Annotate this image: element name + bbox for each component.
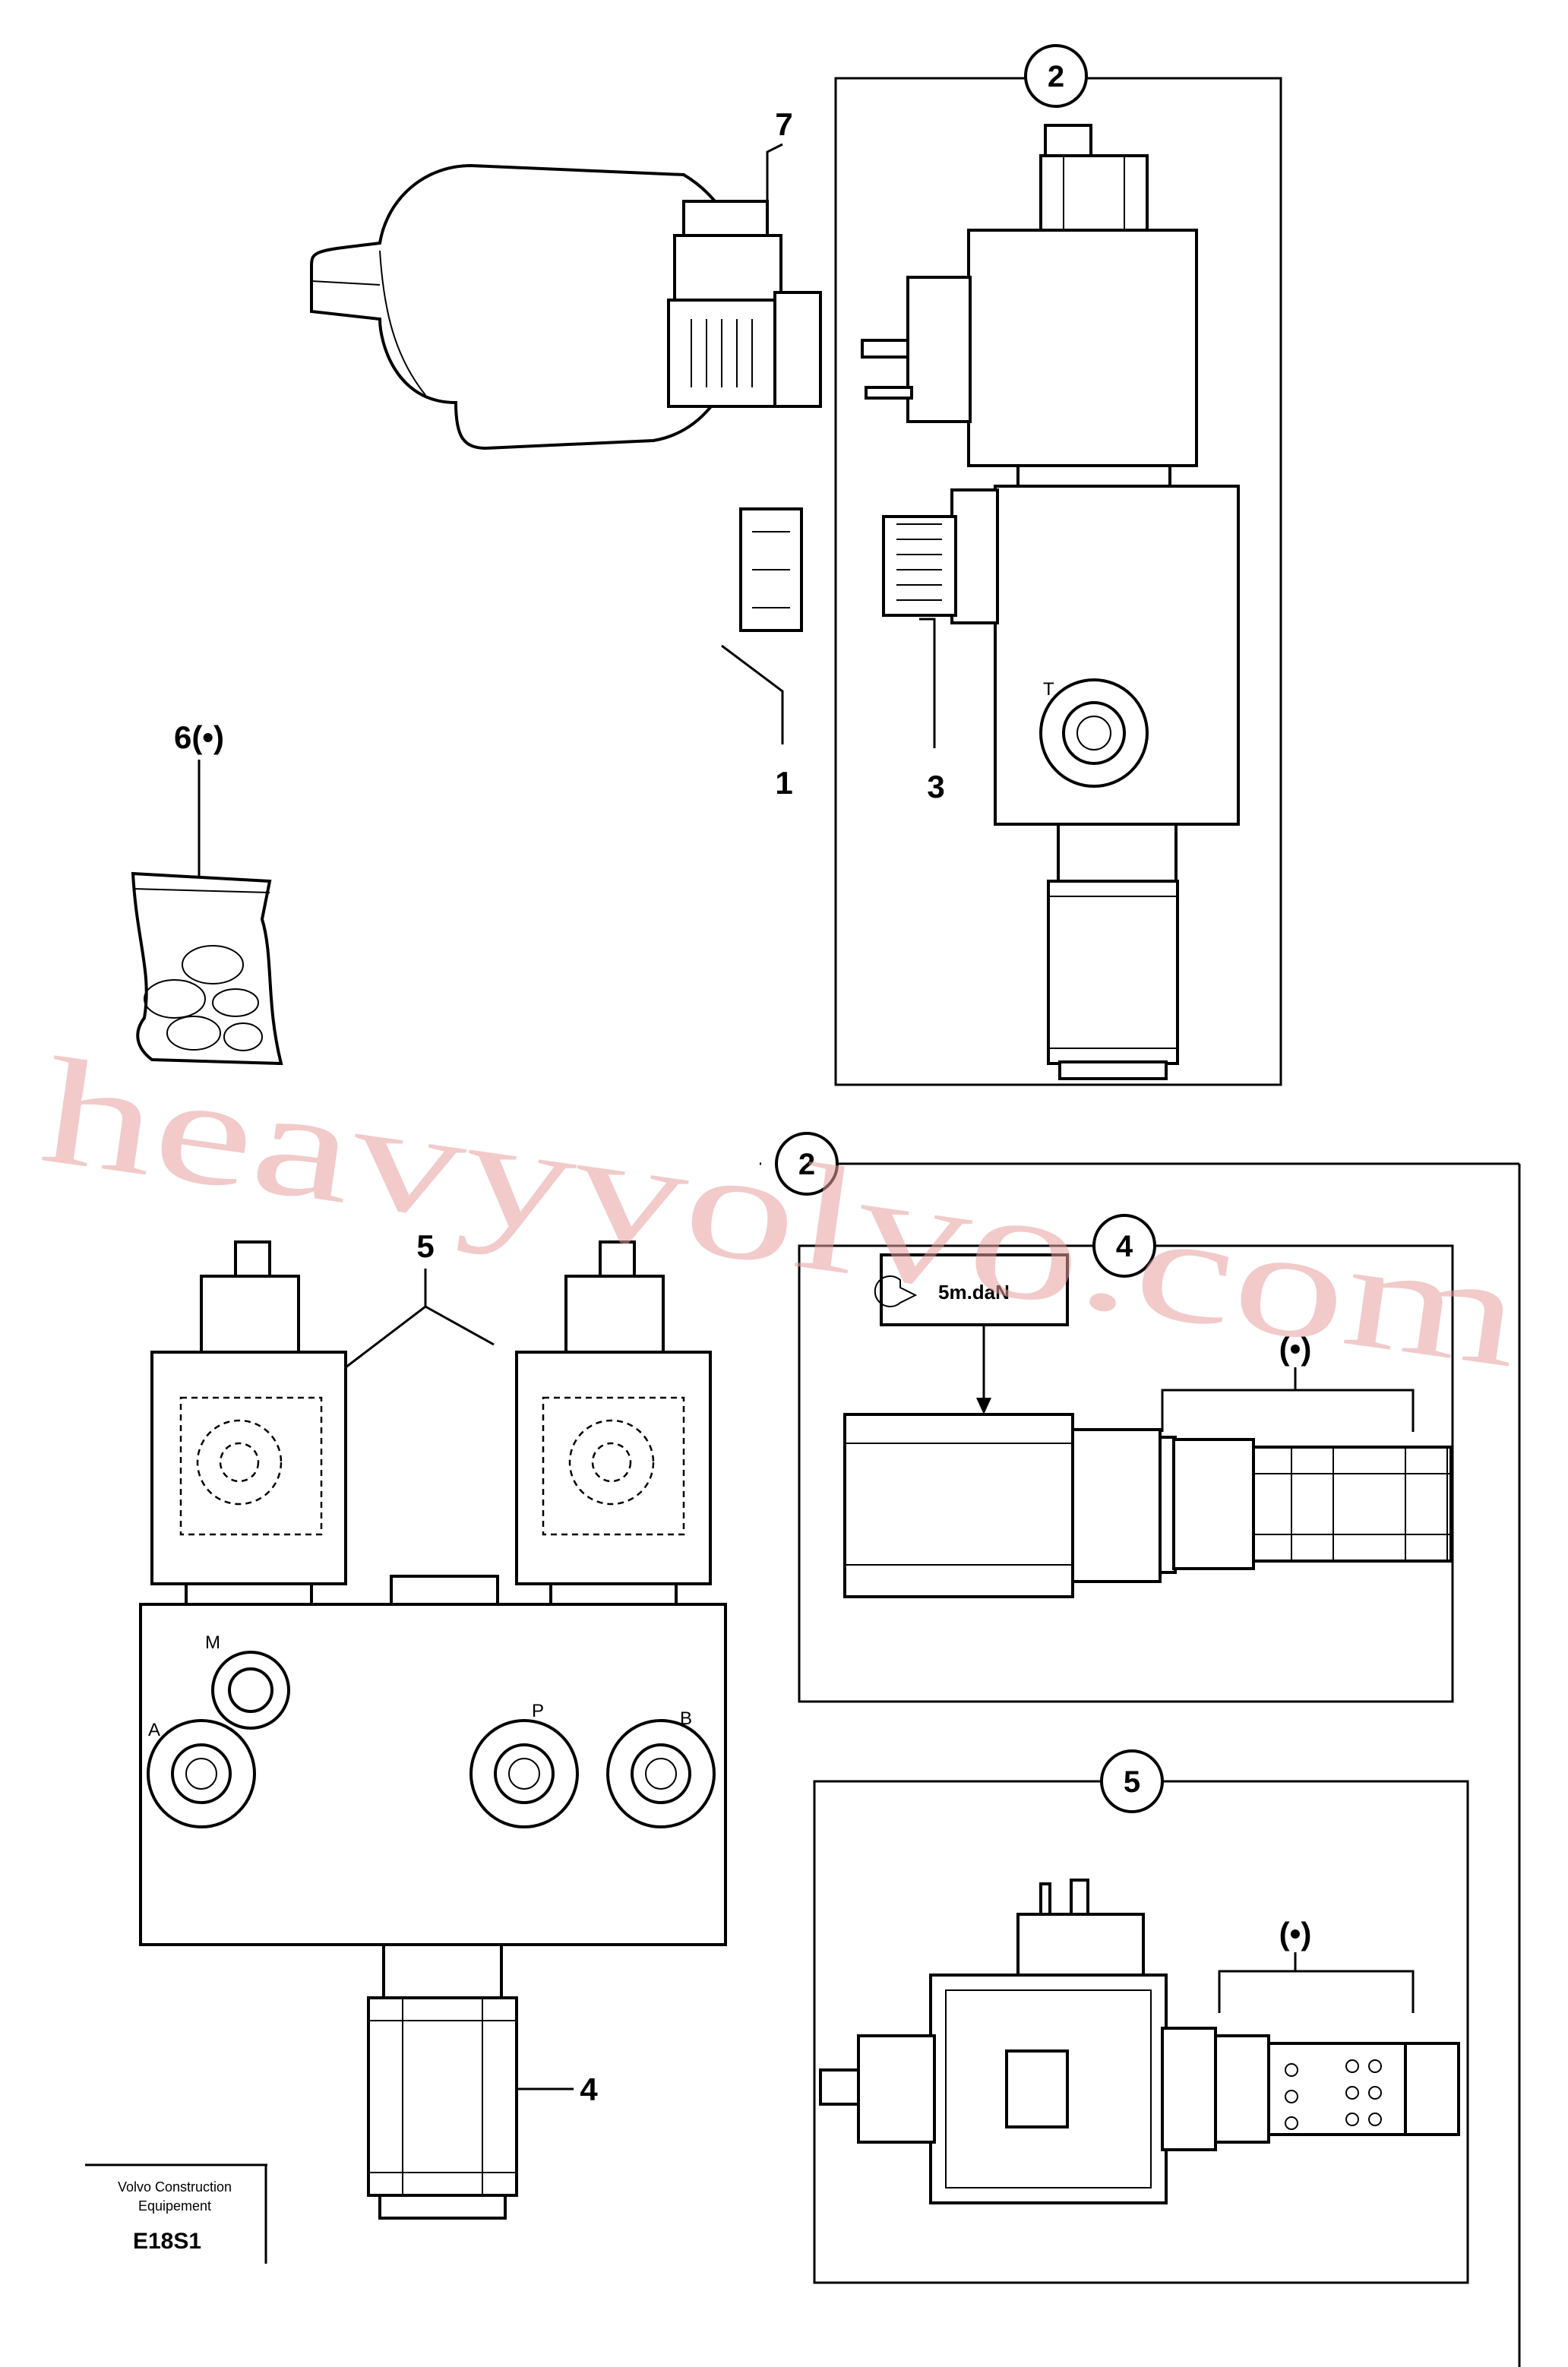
valve-assembly-top: 2 T 3 <box>834 44 1282 1086</box>
port-label-B: B <box>680 1708 692 1729</box>
detail-tag-4: 4 <box>1116 1230 1133 1263</box>
callout-5: 5 <box>416 1228 434 1264</box>
footer-titleblock: Volvo Construction Equipement E18S1 <box>85 2163 267 2264</box>
group-tag-bottom: 2 <box>798 1148 815 1181</box>
group-tag-top: 2 <box>1048 60 1064 93</box>
detail4-marker: (•) <box>1279 1331 1312 1367</box>
detail5-marker: (•) <box>1279 1916 1312 1951</box>
callout-4: 4 <box>580 2072 598 2107</box>
port-label-P: P <box>532 1701 544 1721</box>
seal-kit-bag: 6(•) <box>131 719 283 1066</box>
port-label-A: A <box>148 1720 160 1740</box>
footer-company-line2: Equipement <box>138 2198 211 2214</box>
callout-7: 7 <box>775 106 792 142</box>
footer-company-line1: Volvo Construction <box>118 2179 232 2195</box>
detail-4: 4 5m.daN (•) <box>798 1214 1454 1703</box>
detail-5: 5 (•) <box>813 1749 1469 2284</box>
callout-6: 6(•) <box>174 719 224 755</box>
electrical-connector: 7 <box>667 106 822 408</box>
accumulator: 1 <box>310 163 803 801</box>
port-label-M: M <box>205 1632 220 1653</box>
port-label-T: T <box>1043 679 1054 700</box>
callout-1: 1 <box>775 765 792 801</box>
footer-code: E18S1 <box>133 2229 201 2254</box>
valve-assembly-bottom: 2 5 M A P <box>139 1132 1521 2367</box>
callout-3: 3 <box>927 769 944 804</box>
detail-tag-5: 5 <box>1124 1765 1140 1799</box>
torque-label: 5m.daN <box>938 1281 1010 1304</box>
